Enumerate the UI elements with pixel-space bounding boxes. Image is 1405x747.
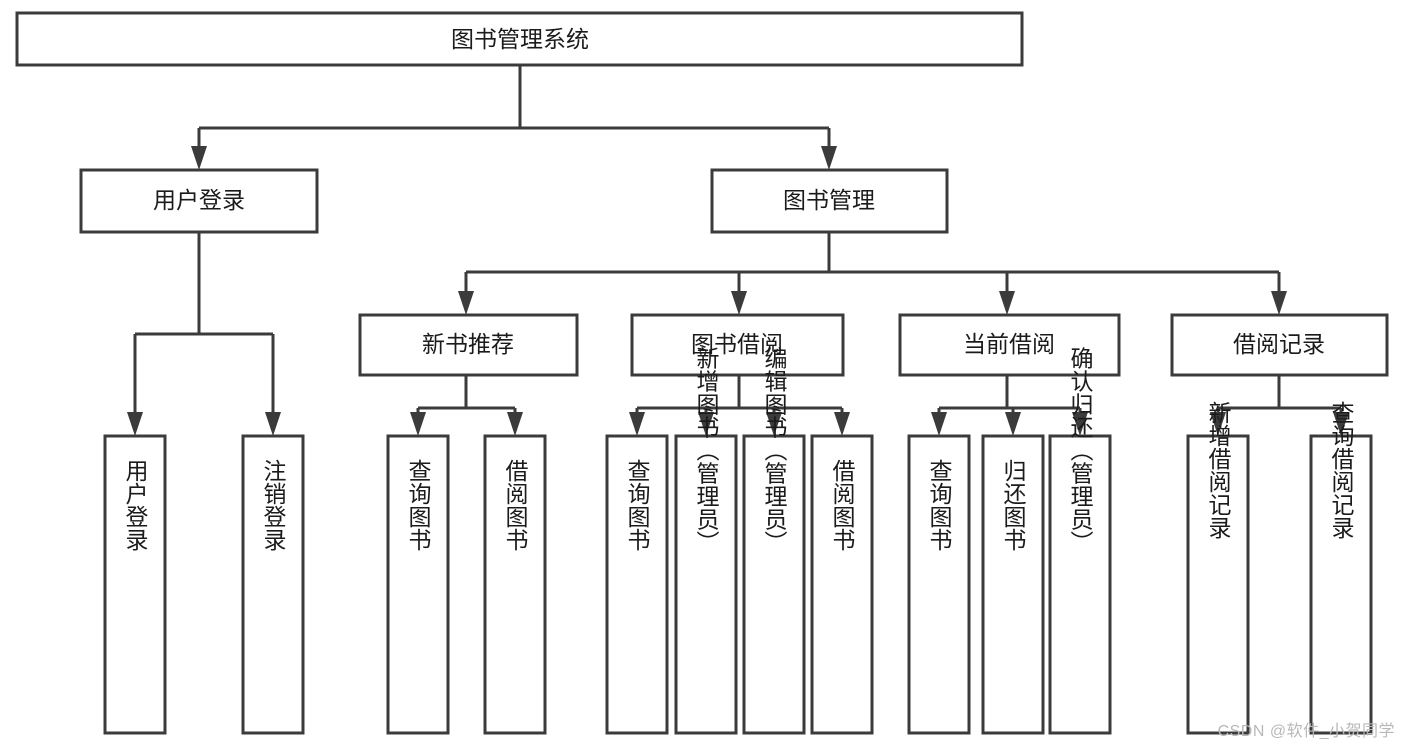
leaf-node[interactable]: 新增借阅记录 xyxy=(1186,401,1250,735)
arrow-head-current xyxy=(999,291,1015,315)
node-borrow-box[interactable] xyxy=(630,313,845,377)
leaf-label: 确认归还（管理员） xyxy=(1067,347,1094,554)
arrow-head-leaf-add-record xyxy=(1210,412,1226,436)
arrow-head-book-manage xyxy=(821,146,837,170)
arrow-head-leaf-confirm-return xyxy=(1072,412,1088,436)
leaf-node[interactable]: 归还图书 xyxy=(981,434,1045,735)
connector-group-new-book xyxy=(410,375,523,436)
node-current-label: 当前借阅 xyxy=(963,331,1055,357)
node-book-manage-box[interactable] xyxy=(710,168,949,234)
node-book-manage[interactable]: 图书管理 xyxy=(710,168,949,234)
node-user-login[interactable]: 用户登录 xyxy=(79,168,319,234)
node-root-label: 图书管理系统 xyxy=(451,26,589,52)
leaf-label: 借阅图书 xyxy=(502,459,529,551)
leaf-box[interactable] xyxy=(241,434,305,735)
arrow-head-leaf-edit-book xyxy=(766,412,782,436)
connector-group-borrow xyxy=(629,375,850,436)
leaf-node[interactable]: 编辑图书（管理员） xyxy=(742,347,806,735)
leaf-label: 用户登录 xyxy=(122,459,149,551)
arrow-head-leaf-borrow-book-new xyxy=(507,412,523,436)
arrow-head-leaf-query-book-borrow xyxy=(629,412,645,436)
leaf-label: 查询图书 xyxy=(624,459,651,551)
connector-group-user-login xyxy=(127,232,281,436)
node-new-book-label: 新书推荐 xyxy=(422,331,514,357)
leaf-label: 新增图书（管理员） xyxy=(693,347,720,554)
arrow-head-record xyxy=(1271,291,1287,315)
node-borrow[interactable]: 图书借阅 xyxy=(630,313,845,377)
leaf-node[interactable]: 借阅图书 xyxy=(810,434,874,735)
leaf-node[interactable]: 查询图书 xyxy=(907,434,971,735)
leaf-node[interactable]: 用户登录 xyxy=(103,434,167,735)
leaf-label: 注销登录 xyxy=(260,459,287,551)
node-user-login-label: 用户登录 xyxy=(153,187,245,213)
arrow-head-leaf-query-book-new xyxy=(410,412,426,436)
leaf-box[interactable] xyxy=(742,434,806,735)
leaf-box[interactable] xyxy=(674,434,738,735)
leaf-node[interactable]: 查询图书 xyxy=(605,434,669,735)
connector-group-book-manage xyxy=(458,232,1287,315)
arrow-head-leaf-query-record xyxy=(1333,412,1349,436)
leaf-node[interactable]: 借阅图书 xyxy=(483,434,547,735)
leaf-label: 查询借阅记录 xyxy=(1328,401,1355,539)
leaf-box[interactable] xyxy=(1186,434,1250,735)
arrow-head-leaf-return-book xyxy=(1005,412,1021,436)
leaf-node[interactable]: 注销登录 xyxy=(241,434,305,735)
arrow-head-leaf-logout xyxy=(265,412,281,436)
arrow-head-borrow xyxy=(731,291,747,315)
node-borrow-label: 图书借阅 xyxy=(691,331,783,357)
connector-group-current xyxy=(931,375,1088,436)
leaf-box[interactable] xyxy=(103,434,167,735)
node-root[interactable]: 图书管理系统 xyxy=(15,11,1024,67)
leaf-label: 编辑图书（管理员） xyxy=(761,347,788,554)
node-new-book[interactable]: 新书推荐 xyxy=(358,313,579,377)
node-new-book-box[interactable] xyxy=(358,313,579,377)
arrow-head-leaf-query-book-current xyxy=(931,412,947,436)
leaf-box[interactable] xyxy=(907,434,971,735)
leaf-box[interactable] xyxy=(810,434,874,735)
arrow-head-leaf-add-book xyxy=(698,412,714,436)
node-book-manage-label: 图书管理 xyxy=(783,187,875,213)
leaf-node[interactable]: 新增图书（管理员） xyxy=(674,347,738,735)
node-root-box[interactable] xyxy=(15,11,1024,67)
leaf-box[interactable] xyxy=(1048,434,1112,735)
arrow-head-leaf-borrow-book xyxy=(834,412,850,436)
connector-group-record xyxy=(1210,375,1349,436)
leaf-node[interactable]: 查询图书 xyxy=(386,434,450,735)
node-record-box[interactable] xyxy=(1170,313,1389,377)
connector-group-root xyxy=(191,65,837,170)
arrow-head-leaf-user-login xyxy=(127,412,143,436)
leaf-box[interactable] xyxy=(483,434,547,735)
leaf-box[interactable] xyxy=(981,434,1045,735)
node-record[interactable]: 借阅记录 xyxy=(1170,313,1389,377)
leaf-node[interactable]: 确认归还（管理员） xyxy=(1048,347,1112,735)
leaf-label: 归还图书 xyxy=(1000,459,1027,551)
node-record-label: 借阅记录 xyxy=(1233,331,1325,357)
leaf-box[interactable] xyxy=(386,434,450,735)
node-current[interactable]: 当前借阅 xyxy=(898,313,1121,377)
leaf-box[interactable] xyxy=(1309,434,1373,735)
leaf-label: 查询图书 xyxy=(926,459,953,551)
node-current-box[interactable] xyxy=(898,313,1121,377)
arrow-head-user-login xyxy=(191,146,207,170)
arrow-head-new-book xyxy=(458,291,474,315)
leaf-label: 借阅图书 xyxy=(829,459,856,551)
leaf-label: 查询图书 xyxy=(405,459,432,551)
leaf-node[interactable]: 查询借阅记录 xyxy=(1309,401,1373,735)
leaf-box[interactable] xyxy=(605,434,669,735)
node-user-login-box[interactable] xyxy=(79,168,319,234)
leaf-label: 新增借阅记录 xyxy=(1205,401,1232,539)
